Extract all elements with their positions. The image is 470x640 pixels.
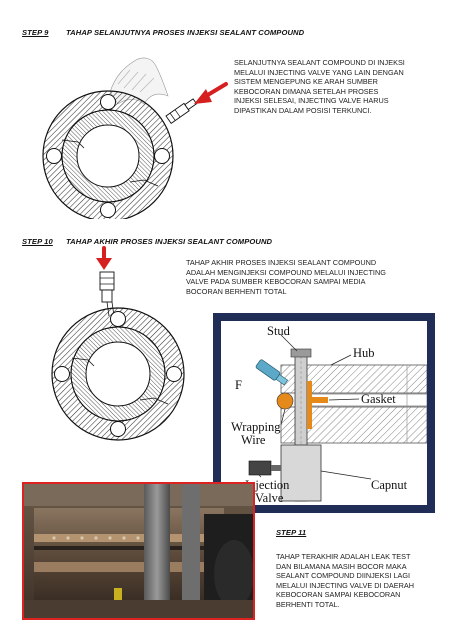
bolt-hole [110, 421, 126, 437]
step10-line: ADALAH MENGINJEKSI COMPOUND MELALUI INJE… [186, 267, 386, 277]
injection-valve [165, 98, 198, 124]
step9-text: SELANJUTNYA SEALANT COMPOUND DI INJEKSI … [234, 58, 449, 116]
cross-section-graphic [248, 334, 427, 502]
step9-heading: STEP 9 TAHAP SELANJUTNYA PROSES INJEKSI … [22, 28, 304, 37]
step9-flange-drawing [42, 57, 228, 219]
step11-line: DAN BILAMANA MASIH BOCOR MAKA [276, 561, 407, 571]
bolt-hole [100, 94, 116, 110]
bolt-hole [166, 366, 182, 382]
injection-valve-body [248, 460, 272, 476]
label-capnut: Capnut [371, 478, 408, 492]
step9-line: SISTEM MENGEPUNG KE ARAH SUMBER [234, 77, 378, 87]
step9-line: INJEKSI SELESAI, INJECTING VALVE HARUS [234, 96, 389, 106]
step9-line: MELALUI INJECTING VALVE YANG LAIN DENGAN [234, 67, 404, 77]
step11-heading: STEP 11 [276, 528, 306, 537]
label-wire: Wire [241, 433, 266, 447]
label-hub: Hub [353, 346, 375, 360]
capnut [280, 444, 322, 502]
photo-graphic [24, 484, 253, 618]
injection-cross-section-diagram: Stud Hub F Gasket Wrapping Wire Injectio… [213, 313, 435, 513]
bolt-hole [154, 148, 170, 164]
step10-heading: STEP 10 TAHAP AKHIR PROSES INJEKSI SEALA… [22, 237, 272, 246]
step9-line: KEBOCORAN DIMANA SETELAH PROSES [234, 86, 379, 96]
wrapping-wire [276, 392, 294, 410]
injection-nozzle [255, 359, 289, 386]
label-f: F [235, 378, 242, 392]
bolt-hole [54, 366, 70, 382]
step9-title: TAHAP SELANJUTNYA PROSES INJEKSI SEALANT… [66, 28, 305, 37]
step11-line: KEBOCORAN SAMPAI KEBOCORAN [276, 590, 401, 600]
sealant-fill [307, 381, 312, 429]
red-arrow [204, 82, 228, 98]
step11-line: SEALANT COMPOUND DIINJEKSI LAGI [276, 571, 411, 581]
step10-flange-drawing [51, 246, 185, 441]
step10-text: TAHAP AKHIR PROSES INJEKSI SEALANT COMPO… [186, 258, 446, 296]
label-gasket: Gasket [361, 392, 396, 406]
label-valve: Valve [255, 491, 284, 505]
step11-number: STEP 11 [276, 528, 307, 537]
step9-number: STEP 9 [22, 28, 49, 37]
label-stud: Stud [267, 324, 290, 338]
step10-title: TAHAP AKHIR PROSES INJEKSI SEALANT COMPO… [66, 237, 273, 246]
step10-line: BOCORAN BERHENTI TOTAL [186, 286, 287, 296]
leak-seal-photo [22, 482, 255, 620]
step10-line: TAHAP AKHIR PROSES INJEKSI SEALANT COMPO… [186, 258, 377, 267]
step9-line: DIPASTIKAN DALAM POSISI TERKUNCI. [234, 105, 372, 115]
bolt-hole [110, 311, 126, 327]
step11-line: MELALUI INJECTING VALVE DI DAERAH [276, 580, 414, 590]
bolt-hole [100, 202, 116, 218]
step11-text: TAHAP TERAKHIR ADALAH LEAK TEST DAN BILA… [276, 552, 456, 610]
step9-line: SELANJUTNYA SEALANT COMPOUND DI INJEKSI [234, 58, 405, 67]
label-injection: Injection [245, 478, 290, 492]
step10-number: STEP 10 [22, 237, 53, 246]
step11-line: BERHENTI TOTAL. [276, 599, 340, 609]
step11-line: TAHAP TERAKHIR ADALAH LEAK TEST [276, 552, 411, 561]
label-wrapping: Wrapping [231, 420, 281, 434]
bolt-hole [46, 148, 62, 164]
step10-line: VALVE PADA SUMBER KEBOCORAN SAMPAI MEDIA [186, 277, 366, 287]
